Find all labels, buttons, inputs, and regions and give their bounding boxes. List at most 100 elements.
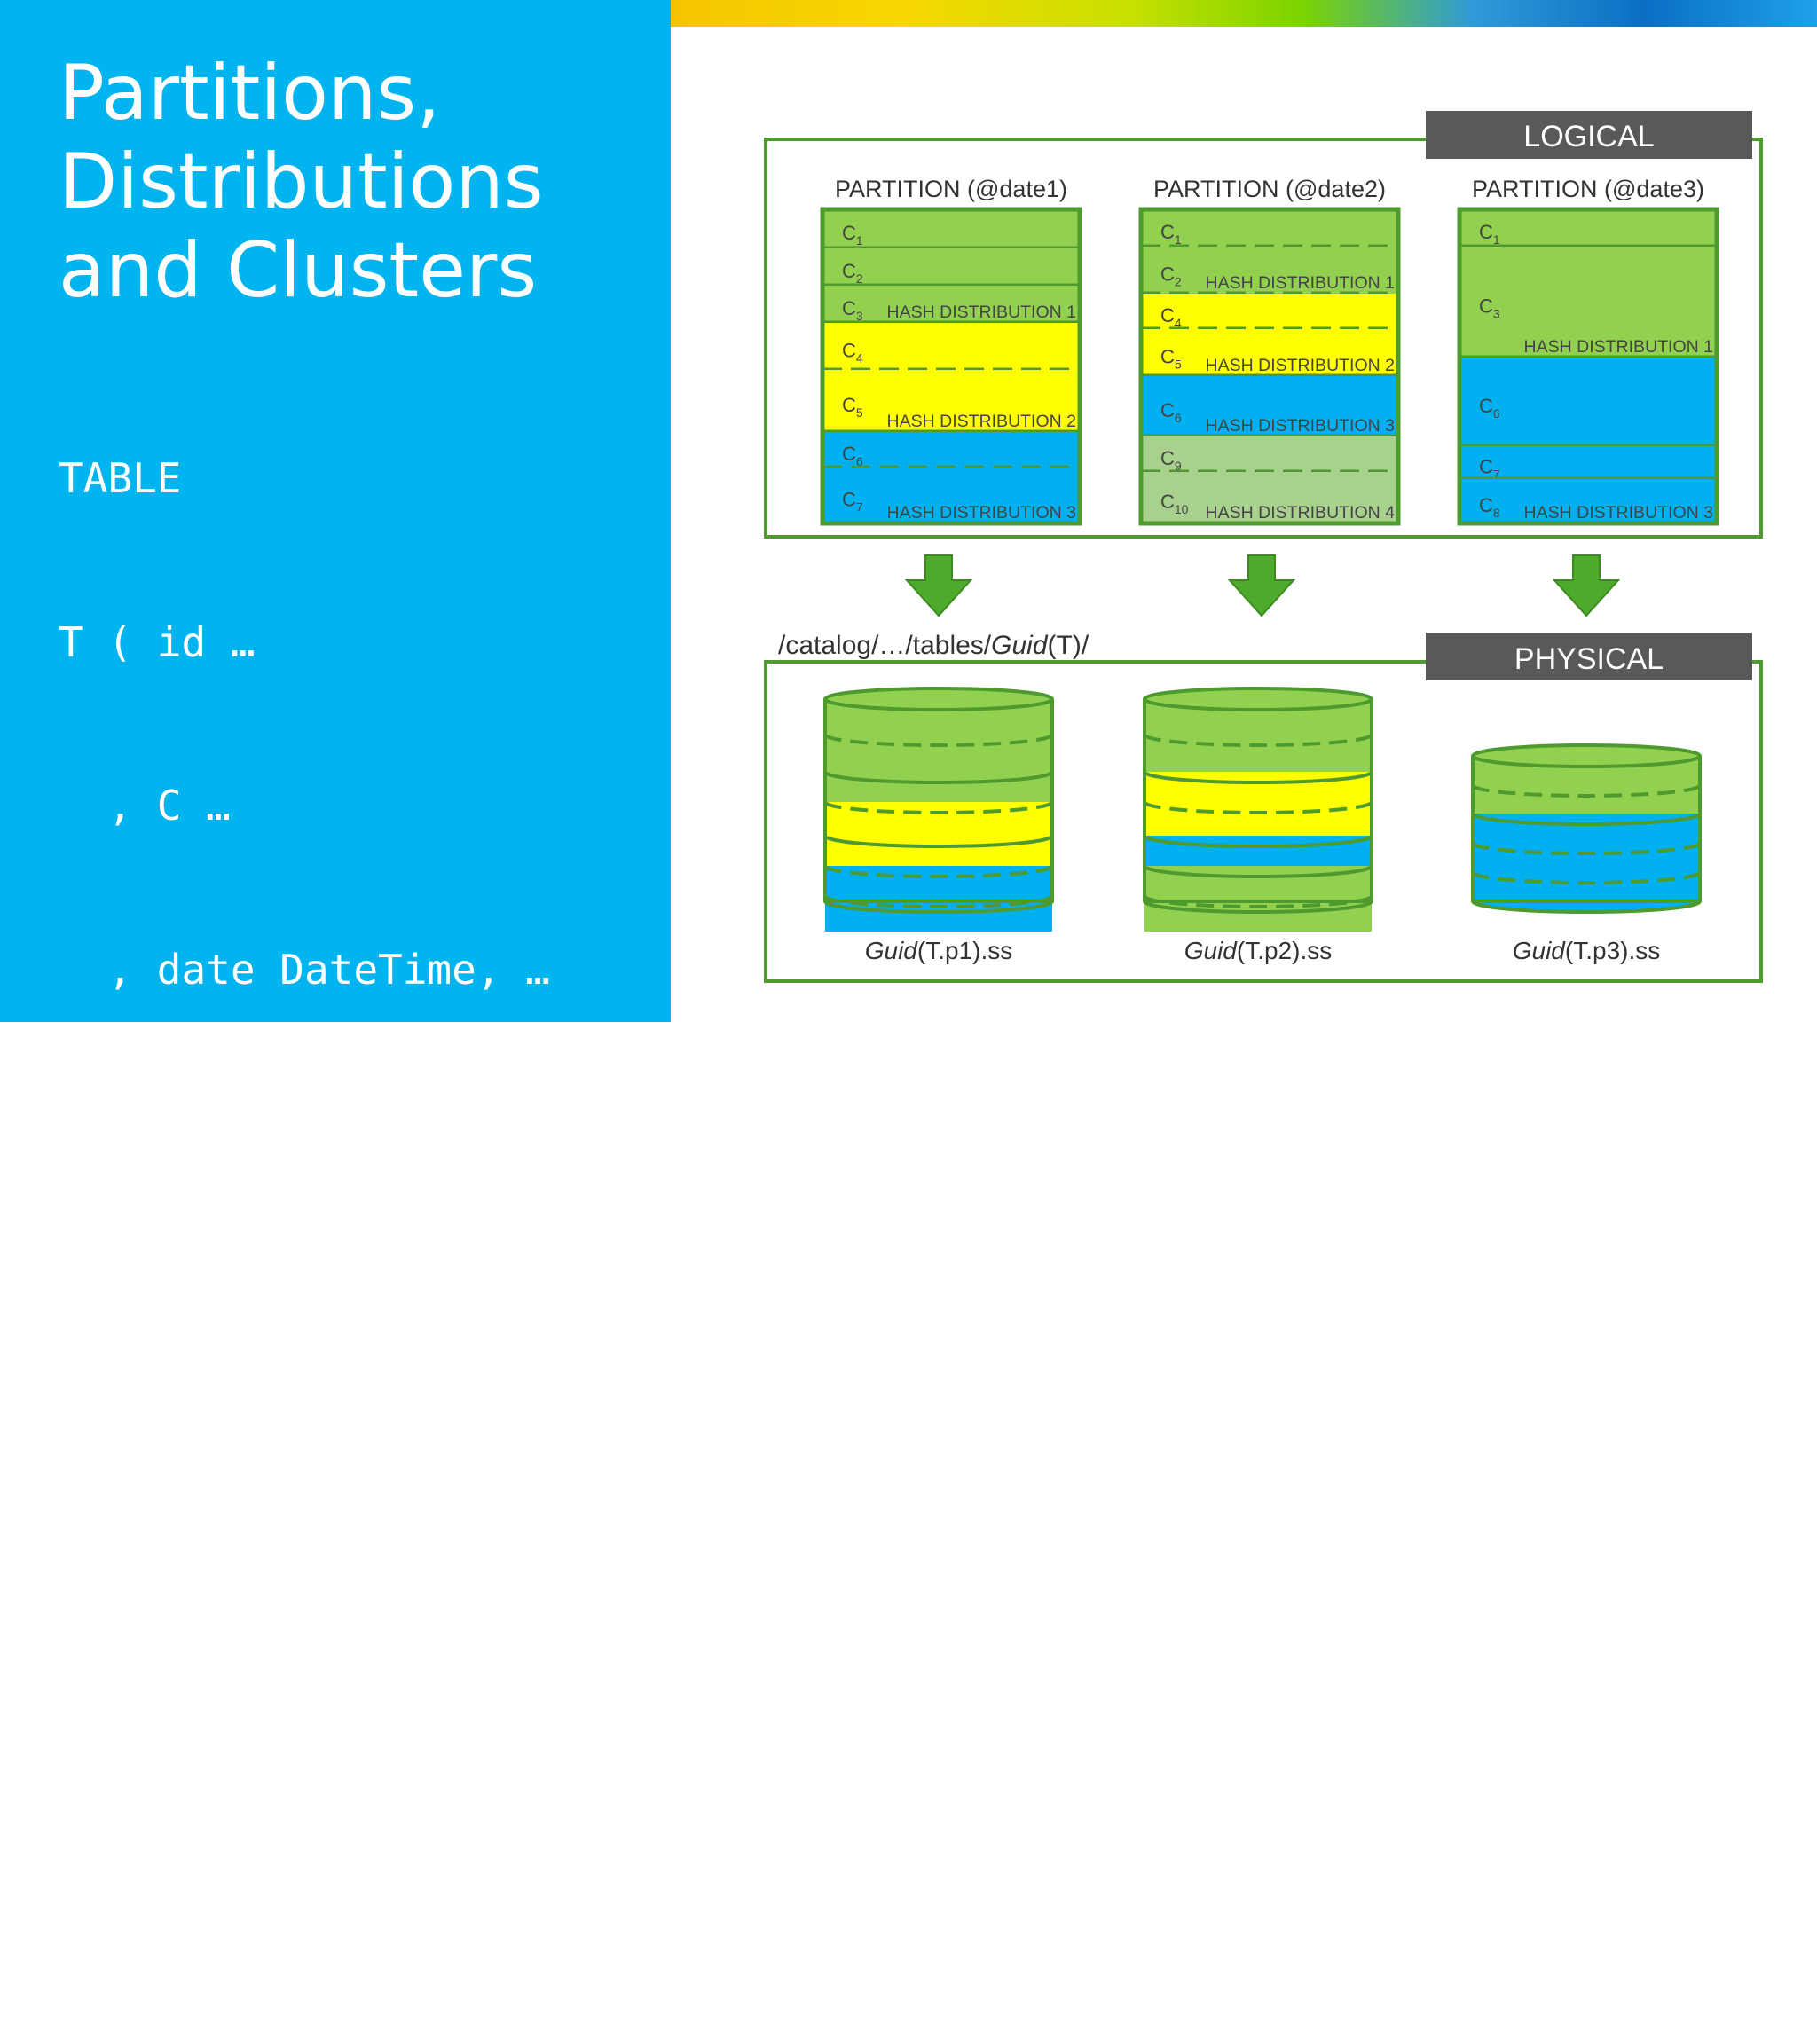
band-separator xyxy=(1143,801,1373,814)
cluster-label: C3 xyxy=(842,297,863,323)
cluster-subscript: 2 xyxy=(856,271,863,286)
code-line: PARTITIONED BY xyxy=(59,1436,501,1484)
cluster-subscript: 7 xyxy=(856,500,863,515)
hash-distribution-label: HASH DISTRIBUTION 3 xyxy=(1524,503,1713,523)
title-line: Partitions, xyxy=(59,49,441,138)
cluster-row xyxy=(1141,329,1398,376)
cluster-subscript: 3 xyxy=(1493,307,1500,321)
cluster-letter: C xyxy=(842,222,856,244)
file-name: Guid(T.p3).ss xyxy=(1513,937,1661,964)
partition-header: PARTITION (@date1) xyxy=(835,176,1067,202)
hash-distribution-label: HASH DISTRIBUTION 3 xyxy=(1206,416,1395,436)
band-separator xyxy=(823,895,1054,908)
catalog-path: /catalog/…/tables/Guid(T)/ xyxy=(778,631,1089,660)
band-separator xyxy=(823,734,1054,747)
cluster-label: C2 xyxy=(842,260,863,286)
cluster-label: C7 xyxy=(842,489,863,515)
data-band xyxy=(825,735,1052,772)
band-separator xyxy=(1143,865,1373,878)
file-name: Guid(T.p2).ss xyxy=(1184,937,1333,964)
cluster-subscript: 6 xyxy=(1493,406,1500,421)
cluster-subscript: 10 xyxy=(1175,502,1189,516)
down-arrow-icon xyxy=(1227,554,1296,617)
partition-header: PARTITION (@date3) xyxy=(1472,176,1704,202)
cluster-subscript: 5 xyxy=(856,405,863,420)
cluster-row xyxy=(1459,358,1717,446)
cluster-subscript: 6 xyxy=(856,454,863,468)
file-cylinder: Guid(T.p2).ss xyxy=(1142,687,1374,964)
hash-distribution-label: HASH DISTRIBUTION 3 xyxy=(887,503,1076,523)
cluster-subscript: 3 xyxy=(856,309,863,323)
title-line: Distributions xyxy=(59,138,544,226)
file-suffix: (T.p3).ss xyxy=(1565,937,1660,964)
cluster-subscript: 1 xyxy=(1175,232,1182,247)
cluster-letter: C xyxy=(1160,447,1175,469)
cylinder-top xyxy=(823,687,1054,711)
cluster-label: C1 xyxy=(1160,221,1182,247)
cluster-subscript: 8 xyxy=(1493,506,1500,520)
code-line: , C … xyxy=(59,782,231,829)
cluster-subscript: 9 xyxy=(1175,459,1182,473)
data-band xyxy=(825,802,1052,836)
data-band xyxy=(825,836,1052,866)
code-line: TABLE xyxy=(59,454,182,502)
cluster-label: C6 xyxy=(1160,399,1182,425)
title-line: and Clusters xyxy=(59,226,538,315)
cluster-row xyxy=(822,286,1080,323)
cluster-letter: C xyxy=(1160,304,1175,326)
band-separator xyxy=(823,771,1054,784)
data-band xyxy=(1473,785,1700,814)
data-band xyxy=(1144,772,1372,802)
band-separator xyxy=(1471,813,1702,826)
band-separator xyxy=(823,835,1054,848)
band-separator xyxy=(1143,895,1373,908)
band-separator xyxy=(823,865,1054,878)
path-suffix: (T)/ xyxy=(1048,631,1089,660)
data-band xyxy=(1473,814,1700,843)
cluster-subscript: 4 xyxy=(1175,316,1182,330)
cluster-row xyxy=(1141,472,1398,523)
cluster-subscript: 1 xyxy=(856,233,863,248)
code-line: DISTRIBUTED BY xyxy=(59,1764,501,1812)
band-separator xyxy=(1471,784,1702,798)
cluster-row xyxy=(822,370,1080,432)
cluster-label: C1 xyxy=(842,222,863,248)
path-prefix: /catalog/…/tables/ xyxy=(778,631,992,660)
file-name: Guid(T.p1).ss xyxy=(865,937,1013,964)
arrows xyxy=(904,554,1621,617)
partition-border xyxy=(820,207,1082,526)
code-line: HASH(id) INTO 4) xyxy=(59,1927,550,1976)
physical-label-box xyxy=(1426,633,1752,680)
cluster-row xyxy=(822,323,1080,370)
file-guid: Guid xyxy=(865,937,919,964)
cluster-row xyxy=(1141,436,1398,472)
top-accent-bar xyxy=(671,0,1817,27)
cluster-label: C3 xyxy=(1479,295,1500,321)
hash-distribution-label: HASH DISTRIBUTION 1 xyxy=(1524,337,1713,357)
logical-frame xyxy=(764,138,1763,539)
cluster-subscript: 5 xyxy=(1175,358,1182,372)
logical-label: LOGICAL xyxy=(1523,120,1654,153)
cluster-row xyxy=(1459,247,1717,358)
data-band xyxy=(825,866,1052,896)
data-band xyxy=(1144,866,1372,896)
cluster-row xyxy=(1459,446,1717,479)
cluster-letter: C xyxy=(1160,491,1175,513)
code-line: T ( id … xyxy=(59,617,256,666)
cluster-label: C5 xyxy=(1160,346,1182,372)
cluster-subscript: 1 xyxy=(1493,232,1500,247)
cluster-letter: C xyxy=(1160,399,1175,421)
data-band xyxy=(1144,836,1372,866)
cluster-subscript: 2 xyxy=(1175,275,1182,289)
data-band xyxy=(1473,843,1700,872)
hash-distribution-label: HASH DISTRIBUTION 1 xyxy=(887,303,1076,322)
band-separator xyxy=(823,801,1054,814)
cluster-row xyxy=(1459,479,1717,523)
down-arrow-icon xyxy=(904,554,973,617)
cluster-row xyxy=(822,468,1080,523)
hash-distribution-label: HASH DISTRIBUTION 2 xyxy=(1206,356,1395,375)
